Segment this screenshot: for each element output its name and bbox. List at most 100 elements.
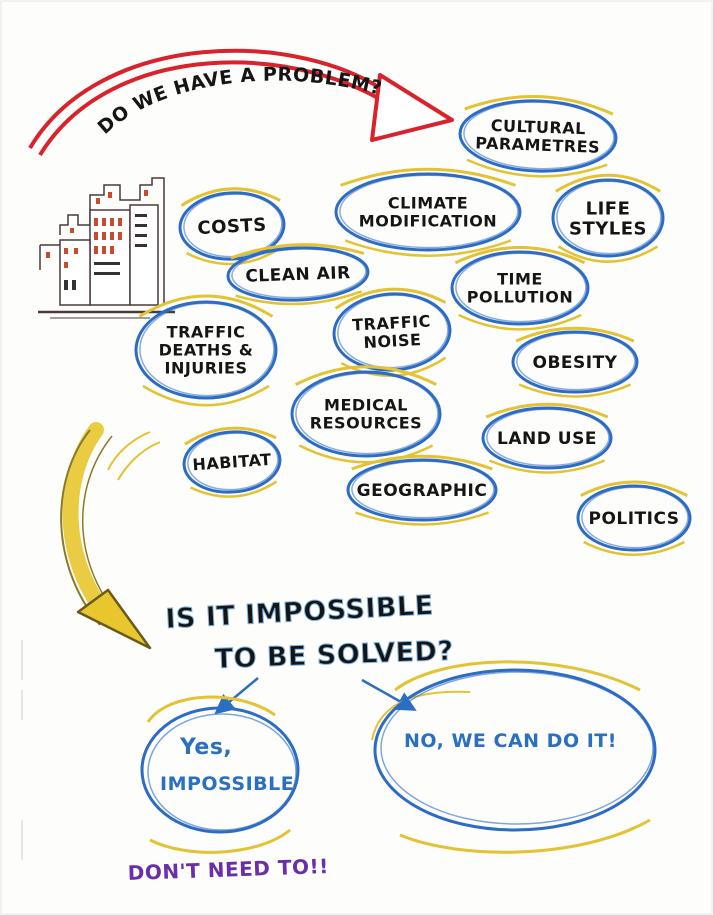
highlight-stroke xyxy=(466,158,608,178)
issue-label: STYLES xyxy=(569,218,647,239)
bubble-outline xyxy=(295,372,439,455)
impossible-label: IMPOSSIBLE xyxy=(160,773,294,795)
arrow-to-yes xyxy=(214,677,259,715)
city-windows xyxy=(46,190,148,268)
bubble-outline xyxy=(516,332,636,391)
issue-label: GEOGRAPHIC xyxy=(357,481,488,501)
issue-bubble-land-use: LAND USE xyxy=(481,402,613,474)
bubble-outline xyxy=(351,460,495,519)
issue-bubble-costs: COSTS xyxy=(178,187,286,266)
answer-no-bubble: NO, WE CAN DO IT! xyxy=(371,660,657,854)
issue-label: MODIFICATION xyxy=(359,212,497,231)
problem-question: DO WE HAVE A PROBLEM? xyxy=(94,64,385,139)
bubble-outline xyxy=(511,330,639,394)
bubble-outline xyxy=(139,302,275,397)
highlight-stroke xyxy=(518,383,632,398)
highlight-stroke xyxy=(557,245,659,263)
highlight-stroke xyxy=(142,384,270,407)
bubble-outline xyxy=(231,248,367,299)
issue-label: CLIMATE xyxy=(388,194,468,213)
issue-label: RESOURCES xyxy=(310,414,422,433)
issue-label: CLEAN AIR xyxy=(245,263,351,287)
highlight-stroke xyxy=(189,480,278,498)
bubble-outline xyxy=(346,458,498,522)
red-arrow xyxy=(28,48,454,157)
impossible-question: IS IT IMPOSSIBLE TO BE SOLVED? xyxy=(164,589,454,675)
question2-line2: TO BE SOLVED? xyxy=(214,636,454,675)
bubble-outline xyxy=(178,191,286,261)
yellow-arrow xyxy=(60,422,161,650)
highlight-stroke xyxy=(583,540,685,556)
highlight-stroke xyxy=(488,459,606,474)
highlight-stroke xyxy=(340,167,516,187)
highlight-stroke xyxy=(184,426,277,446)
issue-label: NOISE xyxy=(363,330,422,352)
highlight-stroke xyxy=(344,239,512,257)
highlight-stroke xyxy=(334,287,447,310)
bubble-outline xyxy=(290,370,442,458)
highlight-stroke xyxy=(515,326,635,343)
highlight-stroke xyxy=(230,243,365,260)
highlight-stroke xyxy=(235,290,363,306)
issue-label: HABITAT xyxy=(192,450,272,474)
highlight-stroke xyxy=(464,95,614,116)
issue-label: DEATHS & xyxy=(159,341,254,360)
bubble-outline xyxy=(556,180,662,255)
highlight-stroke xyxy=(138,294,274,318)
bubble-outline xyxy=(334,172,522,252)
issue-label: CULTURAL xyxy=(490,116,586,138)
issue-label: PARAMETRES xyxy=(475,133,600,156)
highlight-stroke xyxy=(580,480,688,497)
bubble-outline xyxy=(486,408,610,467)
bubble-outline xyxy=(134,300,278,400)
can-do-label: NO, WE CAN DO IT! xyxy=(404,730,617,752)
issue-label: OBESITY xyxy=(533,353,618,373)
issue-bubble-clean-air: CLEAN AIR xyxy=(226,243,370,306)
city-sketch-icon xyxy=(38,177,175,319)
city-dark-windows xyxy=(64,214,147,290)
highlight-stroke xyxy=(458,313,582,331)
issue-label: TRAFFIC xyxy=(352,312,432,335)
highlight-stroke xyxy=(485,402,609,419)
issue-label: LIFE xyxy=(586,198,631,219)
bubble-outline xyxy=(458,99,618,173)
issue-label: LAND USE xyxy=(497,429,597,449)
bubble-outline xyxy=(576,484,692,552)
highlight-stroke xyxy=(554,173,662,193)
bubble-outline xyxy=(551,178,665,258)
issue-label: TIME xyxy=(497,270,543,289)
bubble-outline xyxy=(226,246,370,302)
issue-label: POLITICS xyxy=(588,509,679,529)
issue-bubble-habitat: HABITAT xyxy=(182,426,282,498)
bubble-outline xyxy=(581,486,689,549)
issue-bubble-obesity: OBESITY xyxy=(511,326,639,398)
issue-label: MEDICAL xyxy=(324,396,408,415)
bubble-outline xyxy=(481,406,613,470)
bubble-outline xyxy=(455,252,587,323)
answer-yes-bubble: Yes, IMPOSSIBLE xyxy=(140,695,300,854)
bubble-outline xyxy=(182,430,282,494)
highlight-stroke xyxy=(454,246,586,265)
question2-line1: IS IT IMPOSSIBLE xyxy=(165,590,435,635)
bubble-outline xyxy=(450,250,590,326)
issue-label: INJURIES xyxy=(164,359,247,378)
issue-label: TRAFFIC xyxy=(167,323,246,342)
issue-bubble-politics: POLITICS xyxy=(576,480,692,556)
bubble-outline xyxy=(339,174,519,249)
highlight-stroke xyxy=(351,454,493,471)
highlight-stroke xyxy=(354,511,490,526)
highlight-stroke xyxy=(180,187,281,207)
highlight-stroke xyxy=(298,444,434,464)
highlight-stroke xyxy=(295,365,437,386)
yes-label: Yes, xyxy=(179,735,232,760)
